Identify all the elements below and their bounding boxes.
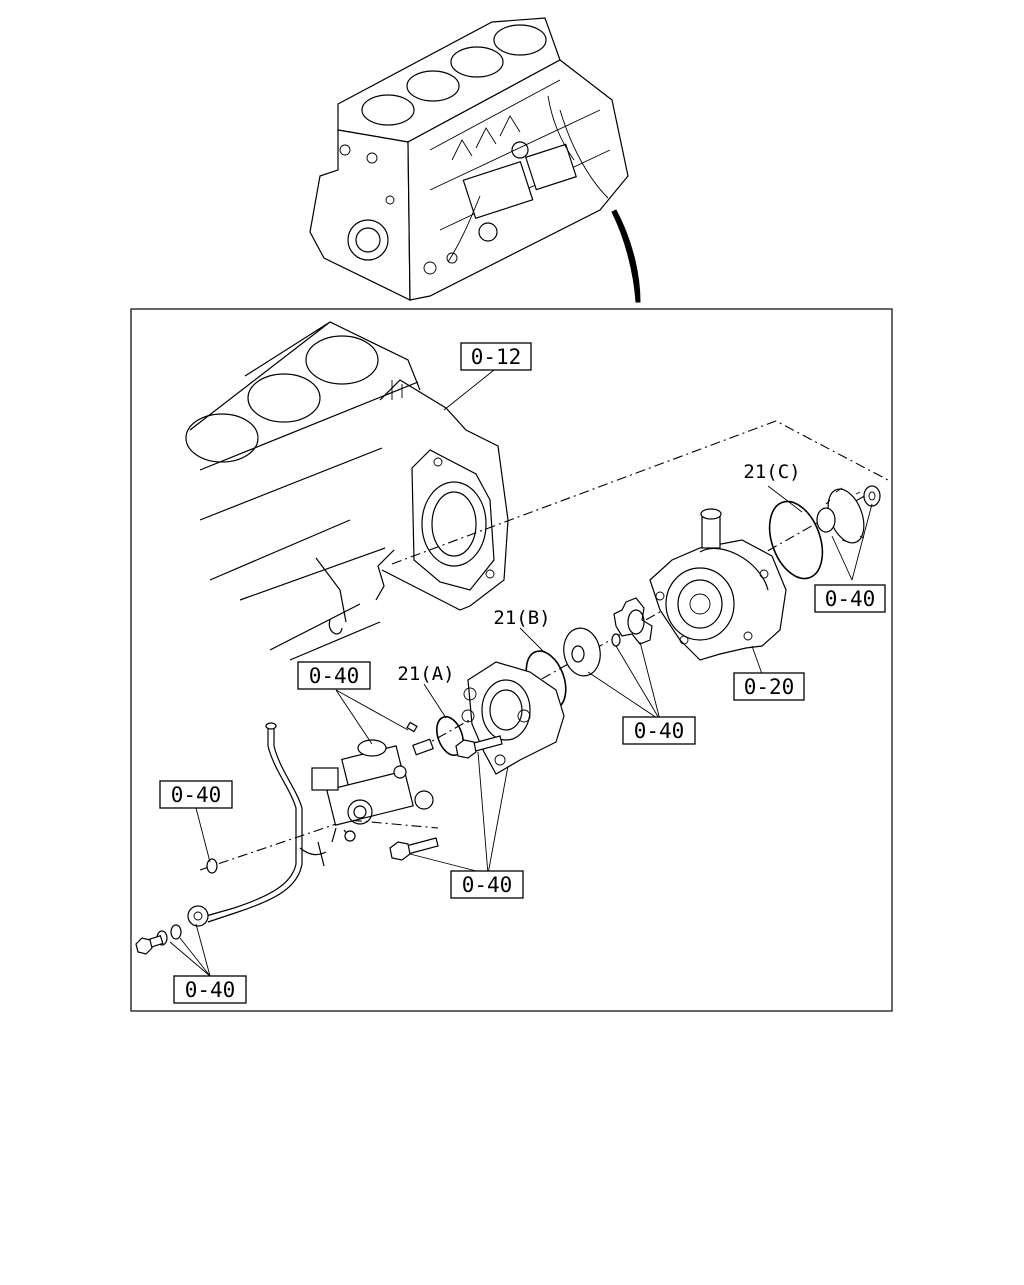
callout-banjo-bolt-parts: 0-40	[173, 975, 247, 1004]
label-injection-pump-parts: 0-40	[309, 664, 360, 688]
label-mounting-bolts: 0-40	[462, 873, 513, 897]
injection-pump	[311, 721, 434, 843]
callout-pump-bracket: 0-20	[733, 672, 805, 701]
label-block-ref: 0-12	[471, 345, 522, 369]
fuel-pipe	[187, 722, 327, 927]
o-ring-c	[768, 500, 824, 580]
callout-seal-c: 21(C)	[743, 461, 800, 483]
callout-seal-b: 21(B)	[493, 607, 550, 629]
leader-lines	[169, 369, 873, 977]
o-ring-a	[436, 715, 464, 757]
callout-pipe-gasket: 0-40	[159, 780, 233, 809]
banjo-bolt	[135, 924, 182, 955]
engine-block-overview	[309, 17, 641, 303]
label-gear-parts: 0-40	[825, 587, 876, 611]
label-coupling-parts: 0-40	[634, 719, 685, 743]
label-banjo-bolt-parts: 0-40	[185, 978, 236, 1002]
label-pipe-gasket: 0-40	[171, 783, 222, 807]
pipe-gasket	[206, 858, 218, 874]
pump-flange	[461, 661, 565, 775]
detail-frame	[130, 308, 893, 1012]
coupling	[563, 597, 653, 677]
callout-injection-pump-parts: 0-40	[297, 661, 371, 690]
callout-seal-a: 21(A)	[397, 663, 454, 685]
callout-mounting-bolts: 0-40	[450, 870, 524, 899]
label-seal-a: 21(A)	[397, 663, 454, 685]
pump-bracket	[649, 508, 787, 661]
assembly-centerline	[391, 420, 889, 565]
cylinder-block-section	[185, 321, 509, 661]
callout-block-ref: 0-12	[460, 342, 532, 371]
label-seal-b: 21(B)	[493, 607, 550, 629]
label-seal-c: 21(C)	[743, 461, 800, 483]
callout-gear-parts: 0-40	[814, 584, 886, 613]
callout-coupling-parts: 0-40	[622, 716, 696, 745]
drive-gear	[816, 485, 881, 544]
label-pump-bracket: 0-20	[744, 675, 795, 699]
